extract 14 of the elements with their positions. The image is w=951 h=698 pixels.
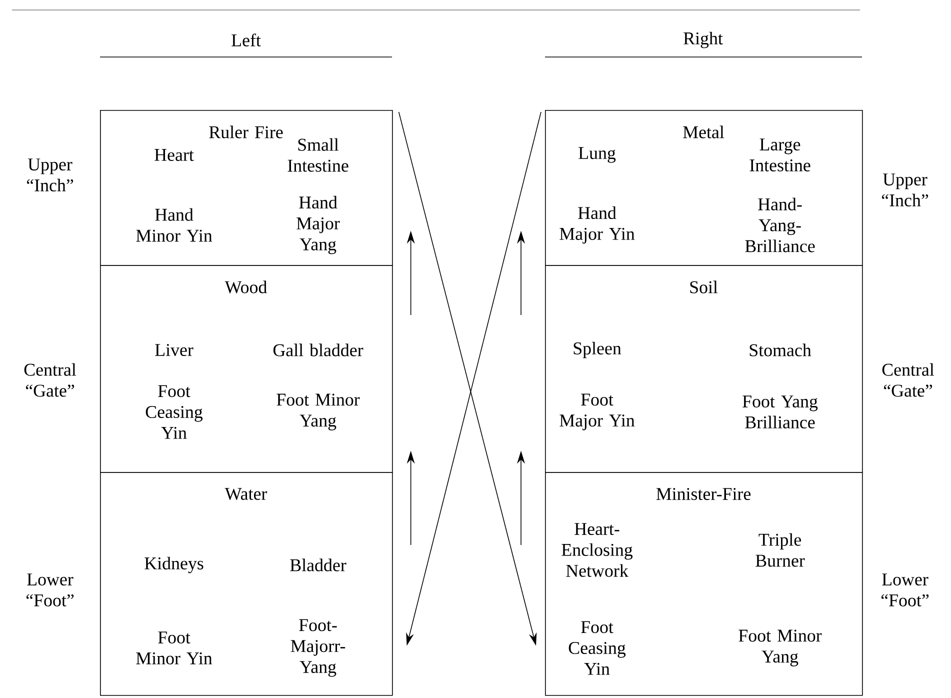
row-label: Lower “Foot”: [881, 574, 929, 606]
row-label: Central “Gate”: [882, 363, 934, 397]
row-label: Lower “Foot”: [26, 574, 74, 606]
table-cell: Metal Lung Large Intestine Hand Major Yin Hand-Yang-Brilliance: [545, 110, 863, 266]
column-heading: Right: [684, 32, 723, 48]
row-label: Upper “Inch”: [882, 174, 928, 206]
row-label: Upper “Inch”: [26, 158, 74, 192]
column-heading: Left: [232, 34, 261, 46]
table-cell: Ruler Fire Heart Small Intestine Hand Minor Yin Hand Major Yang: [100, 110, 393, 266]
row-label: Central “Gate”: [24, 363, 76, 397]
table-cell: Minister-Fire Heart-Enclosing Network Triple Burner Foot Ceasing Yin Foot Minor Yang: [545, 472, 863, 696]
table-cell: Wood Liver Gall bladder Foot Ceasing Yin Foot Minor Yang: [100, 265, 393, 473]
table-cell: Water Kidneys Bladder Foot Minor Yin Foot-Majorr-Yang: [100, 472, 393, 696]
table-cell: Soil Spleen Stomach Foot Major Yin Foot Yang Brilliance: [545, 265, 863, 473]
